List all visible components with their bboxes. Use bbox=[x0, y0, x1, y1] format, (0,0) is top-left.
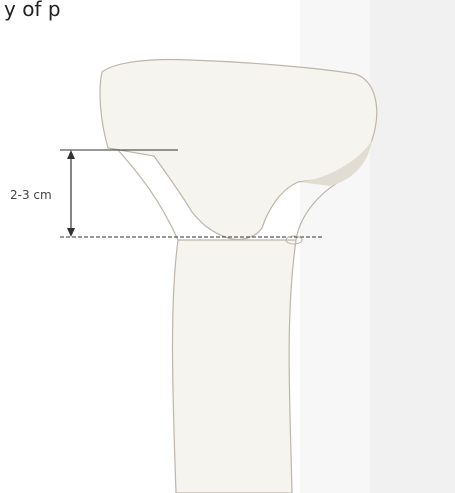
tibia-shaft bbox=[173, 240, 297, 493]
arrow-head-up-icon bbox=[67, 150, 75, 159]
measurement-label: 2-3 cm bbox=[10, 188, 52, 202]
caption-text: y of p bbox=[4, 0, 61, 21]
background-shading-right bbox=[370, 0, 455, 493]
arrow-head-down-icon bbox=[67, 228, 75, 237]
